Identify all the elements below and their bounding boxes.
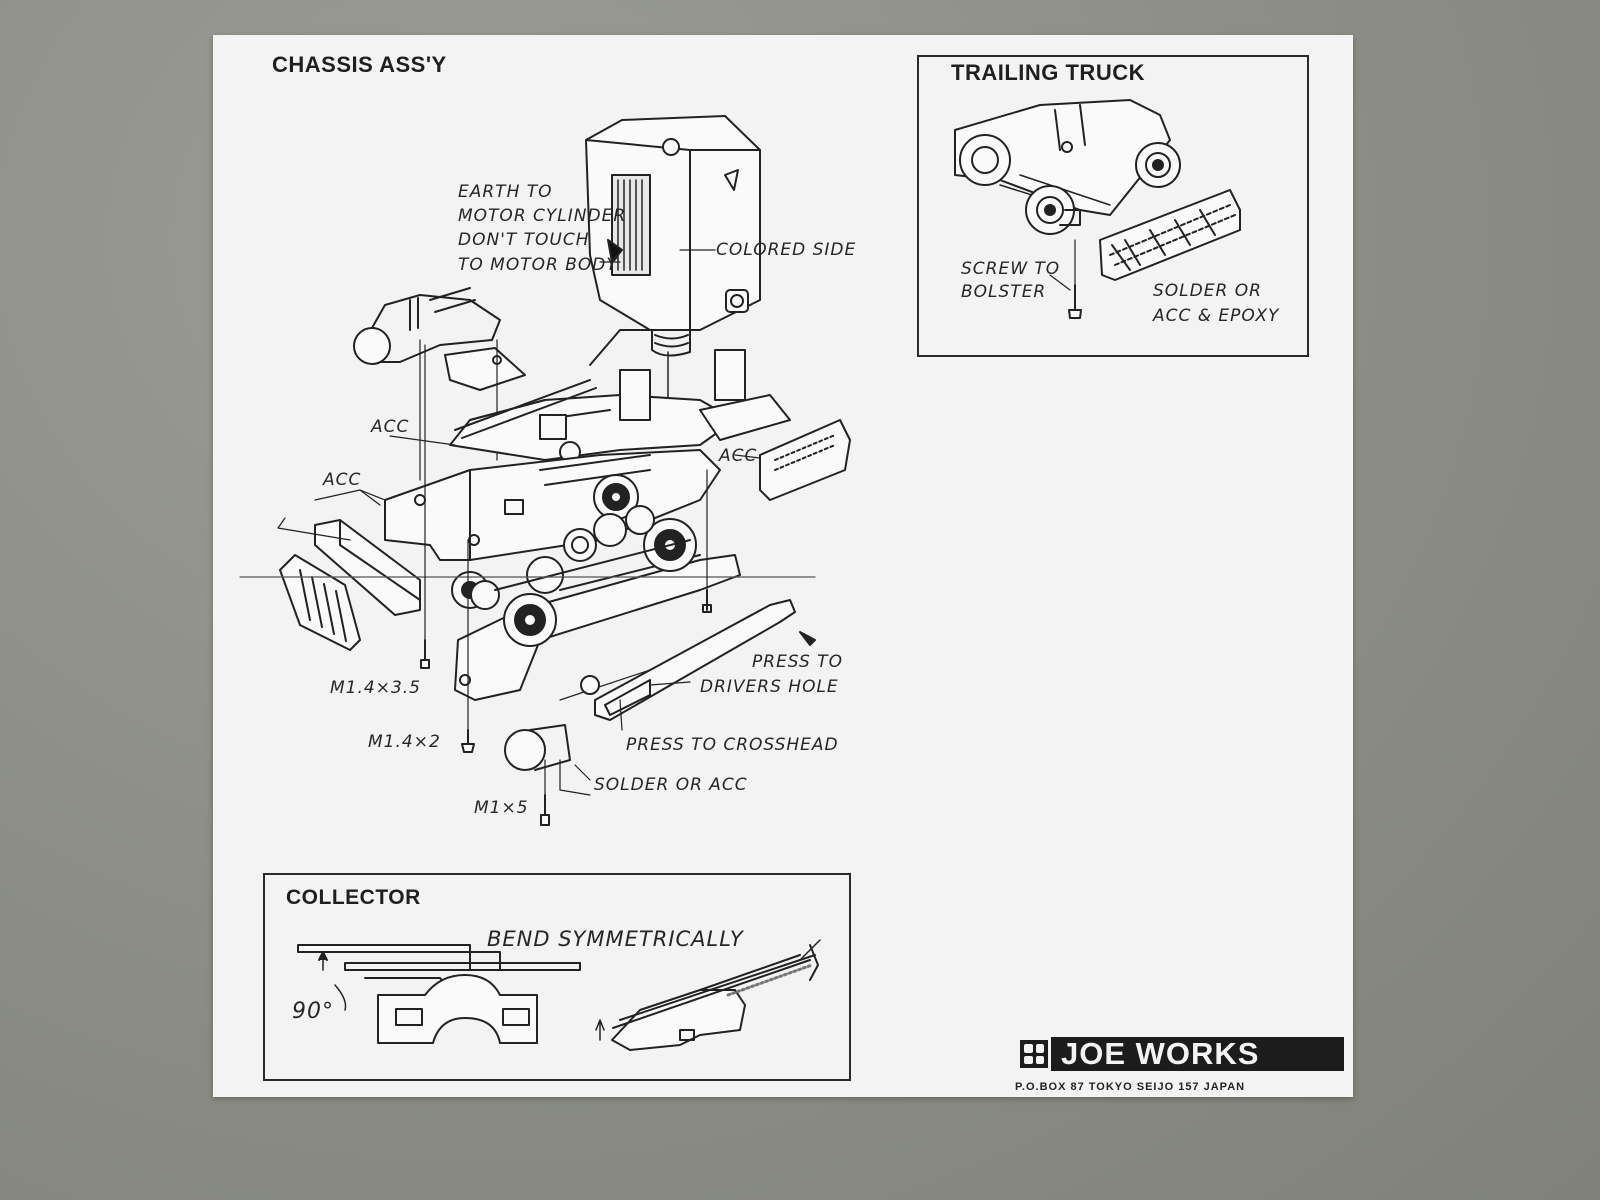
driver-wheels-drawing [451, 474, 697, 647]
joe-works-logo-icon [1017, 1037, 1051, 1071]
pilot-drawing [277, 489, 421, 651]
label-screw-m1x5: M1×5 [474, 798, 529, 818]
label-acc-2: ACC [719, 446, 758, 466]
label-acc-1: ACC [371, 417, 410, 437]
frame-drawing [449, 329, 791, 463]
joe-works-logo: JOE WORKS [1017, 1037, 1344, 1071]
trailing-truck-panel [917, 55, 1309, 357]
label-earth-2: MOTOR CYLINDER [458, 206, 627, 226]
label-screw-bolster-1: SCREW TO [961, 259, 1061, 279]
label-bend-symmetrically: BEND SYMMETRICALLY [487, 927, 744, 951]
screws-drawing [420, 589, 712, 826]
label-solder-acc: SOLDER OR ACC [594, 775, 748, 795]
front-beam-drawing [759, 419, 851, 501]
label-press-drivers-1: PRESS TO [752, 652, 843, 672]
label-press-drivers-2: DRIVERS HOLE [700, 677, 839, 697]
label-acc-3: ACC [323, 470, 362, 490]
label-press-crosshead: PRESS TO CROSSHEAD [626, 735, 839, 755]
brand-address: P.O.BOX 87 TOKYO SEIJO 157 JAPAN [1015, 1081, 1246, 1093]
leader-lines [239, 249, 816, 796]
side-rod-drawing [504, 599, 816, 796]
label-solder-epoxy-2: ACC & EPOXY [1153, 306, 1280, 326]
pony-truck-drawing [353, 287, 526, 481]
motor-drawing [585, 115, 761, 401]
label-screw-m14x2: M1.4×2 [368, 732, 441, 752]
label-earth-3: DON'T TOUCH [458, 230, 590, 250]
label-colored-side: COLORED SIDE [716, 240, 857, 260]
label-solder-epoxy-1: SOLDER OR [1153, 281, 1262, 301]
collector-title: COLLECTOR [286, 886, 421, 909]
collector-panel [263, 873, 851, 1081]
label-earth-1: EARTH TO [458, 182, 553, 202]
label-screw-m14x35: M1.4×3.5 [330, 678, 421, 698]
brand-name: JOE WORKS [1061, 1036, 1260, 1071]
label-90-degrees: 90° [292, 999, 334, 1024]
label-screw-bolster-2: BOLSTER [961, 282, 1047, 302]
instruction-sheet [213, 35, 1353, 1097]
chassis-title: CHASSIS ASS'Y [272, 52, 447, 77]
label-earth-4: TO MOTOR BODY [458, 255, 618, 275]
trailing-truck-title: TRAILING TRUCK [951, 60, 1145, 85]
